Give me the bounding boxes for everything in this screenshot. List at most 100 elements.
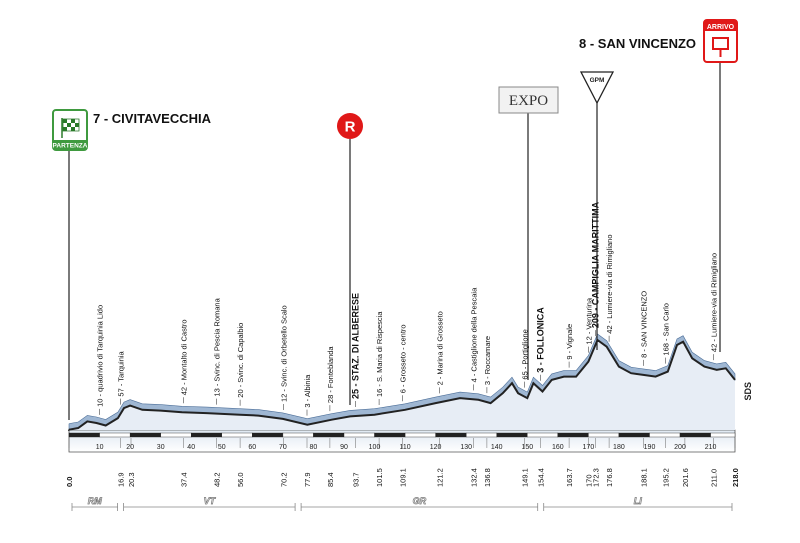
km-segment <box>527 432 559 438</box>
km-segment <box>588 432 620 438</box>
km-tick: 50 <box>218 444 226 451</box>
km-tick: 170 <box>583 444 595 451</box>
km-label: 132.4 <box>470 468 479 487</box>
km-label: 77.9 <box>303 472 312 487</box>
finish-line-icon <box>712 37 729 57</box>
km-label: 101.5 <box>375 468 384 487</box>
km-label: 16.9 <box>117 472 126 487</box>
km-label: 93.7 <box>351 472 360 487</box>
start-marker: PARTENZA 7 - CIVITAVECCHIA <box>52 109 212 420</box>
place-label: 42 - Montalto di Castro <box>179 319 188 395</box>
km-label: 195.2 <box>661 468 670 487</box>
road-line <box>68 338 736 431</box>
gpm-marker: GPM <box>579 71 615 350</box>
km-tick: 80 <box>310 444 318 451</box>
refreshment-marker: R <box>337 113 363 405</box>
place-label: 13 - Svinc. di Pescia Romana <box>212 297 221 396</box>
km-segment <box>129 432 161 438</box>
km-tick: 130 <box>460 444 472 451</box>
km-segment <box>466 432 498 438</box>
place-label: 168 - San Carlo <box>661 303 670 356</box>
km-label: 121.2 <box>435 468 444 487</box>
km-tick: 40 <box>187 444 195 451</box>
place-label: 57 - Tarquinia <box>117 350 126 396</box>
km-tick: 200 <box>674 444 686 451</box>
province-code: GR <box>413 496 427 506</box>
km-tick: 180 <box>613 444 625 451</box>
km-label: 163.7 <box>565 468 574 487</box>
km-label: 149.1 <box>521 468 530 487</box>
km-tick: 30 <box>157 444 165 451</box>
km-tick: 150 <box>521 444 533 451</box>
km-tick: 20 <box>126 444 134 451</box>
place-label: 42 - Lumiere-via di Rimigliano <box>605 234 614 333</box>
km-segment <box>252 432 284 438</box>
km-label: 218.0 <box>731 468 740 487</box>
province-code: LI <box>634 496 642 506</box>
place-label: 16 - S. Maria di Rispescia <box>375 311 384 397</box>
km-segment <box>557 432 589 438</box>
place-label: 9 - Vignale <box>565 324 574 360</box>
km-label: 211.0 <box>710 469 719 487</box>
km-label: 172.3 <box>591 468 600 487</box>
km-tick: 90 <box>340 444 348 451</box>
km-segment <box>618 432 650 438</box>
km-label: 0.0 <box>65 477 74 487</box>
km-segment <box>435 432 467 438</box>
km-tick: 100 <box>369 444 381 451</box>
gpm-label: GPM <box>590 77 605 84</box>
place-label: 25 - STAZ. DI ALBERESE <box>350 293 360 399</box>
km-label: 20.3 <box>127 472 136 487</box>
km-label: 201.6 <box>681 468 690 487</box>
place-label: 10 - quadrivio di Tarquinia Lido <box>96 305 105 407</box>
triangle-icon <box>579 71 615 105</box>
place-label: 8 - SAN VINCENZO <box>640 291 649 358</box>
km-segment <box>679 432 711 438</box>
km-tick: 140 <box>491 444 503 451</box>
place-label: 12 - Venturina <box>584 297 593 345</box>
place-labels: 10 - quadrivio di Tarquinia Lido 57 - Tar… <box>96 201 719 416</box>
km-tick: 210 <box>705 444 717 451</box>
finish-code: SDS <box>743 382 753 401</box>
km-tick: 10 <box>96 444 104 451</box>
finish-badge-label: ARRIVO <box>707 24 735 31</box>
km-segment <box>190 432 222 438</box>
expo-logo: EXPO <box>509 93 548 109</box>
km-tick: 110 <box>400 444 411 451</box>
place-label: 2 - Marina di Grosseto <box>435 311 444 385</box>
place-label: 20 - Svinc. di Capalbio <box>236 323 245 398</box>
terrain-body <box>69 337 735 430</box>
km-label: 136.8 <box>483 468 492 487</box>
km-segment <box>99 432 131 438</box>
km-tick: 60 <box>248 444 256 451</box>
km-segment <box>496 432 528 438</box>
place-label: 42 - Lumiere-via di Rimigliano <box>710 253 719 352</box>
checkered-flag-icon <box>61 118 80 138</box>
elevation-profile <box>68 333 736 453</box>
province-code: RM <box>88 496 102 506</box>
km-label: 85.4 <box>326 472 335 487</box>
km-tick: 190 <box>644 444 656 451</box>
km-label: 70.2 <box>280 472 289 487</box>
place-label: 12 - Svinc. di Orbetello Scalo <box>280 305 289 402</box>
refreshment-icon-label: R <box>345 119 356 136</box>
km-label: 37.4 <box>179 472 188 487</box>
km-label: 154.4 <box>537 468 546 487</box>
km-segment <box>160 432 192 438</box>
km-label: 176.8 <box>605 468 614 487</box>
km-label: 170 <box>584 474 593 487</box>
km-segment <box>313 432 345 438</box>
km-label: 48.2 <box>212 472 221 487</box>
km-segment <box>649 432 681 438</box>
start-badge-label: PARTENZA <box>53 143 88 150</box>
km-label: 188.1 <box>640 468 649 487</box>
km-segment <box>282 432 314 438</box>
expo-marker: EXPO <box>498 86 559 380</box>
km-segment <box>68 432 100 438</box>
place-label: 209 - CAMPIGLIA MARITTIMA <box>590 201 600 328</box>
finish-town-title: 8 - SAN VINCENZO <box>579 36 696 51</box>
place-label: 65 - Portiglione <box>521 329 530 379</box>
